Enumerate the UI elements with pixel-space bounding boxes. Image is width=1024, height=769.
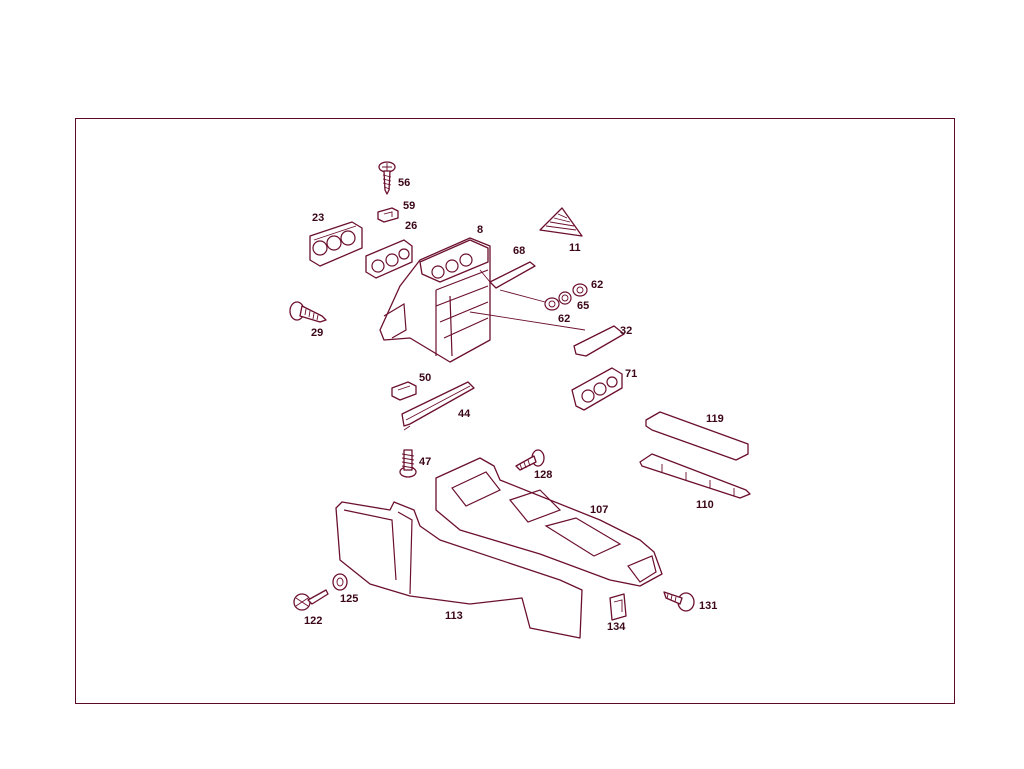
callout-110: 110 [696,499,714,511]
part-65-62-rings [499,283,588,311]
part-71-bezel [571,367,623,411]
part-56-screw [378,161,396,195]
callout-56: 56 [398,177,411,189]
part-134-clip [609,593,627,621]
callout-131: 131 [699,600,718,612]
callout-119: 119 [706,413,724,425]
part-119-armrest [645,411,749,461]
callout-8: 8 [477,224,484,236]
callout-26: 26 [405,220,418,232]
part-50-clip [391,381,417,401]
callout-47: 47 [419,456,432,468]
callout-62-bottom: 62 [558,313,571,325]
callout-68: 68 [513,245,526,257]
callout-71: 71 [625,368,638,380]
callout-128: 128 [534,469,553,481]
part-44-trim [401,381,475,431]
callout-107: 107 [590,504,609,516]
callout-122: 122 [304,615,323,627]
part-122-screw [293,589,329,611]
part-107-console [435,457,663,587]
part-29-bolt [289,301,327,323]
callout-125: 125 [340,593,359,605]
callout-44: 44 [458,408,471,420]
part-8-console-housing [379,237,491,363]
part-32-cover [573,325,625,357]
callout-65: 65 [577,300,590,312]
callout-23: 23 [312,212,325,224]
callout-11: 11 [569,242,581,254]
part-110-rail [639,453,751,499]
part-68-strip [479,261,536,289]
part-11-vent [539,207,583,237]
callout-50: 50 [419,372,432,384]
diagram-frame [75,118,955,704]
part-59-clip [377,207,399,223]
part-131-bolt [663,591,695,612]
callout-62-top: 62 [591,279,604,291]
part-125-nut [332,573,348,591]
callout-113: 113 [445,610,463,622]
callout-59: 59 [403,200,416,212]
callout-29: 29 [311,327,324,339]
part-113-panel [335,501,583,639]
callout-32: 32 [620,325,633,337]
part-128-screw [515,449,545,471]
part-47-screw [399,449,417,478]
part-26-plate [365,239,413,279]
leader-line [469,311,586,331]
part-23-bezel [309,221,363,267]
callout-134: 134 [607,621,626,633]
